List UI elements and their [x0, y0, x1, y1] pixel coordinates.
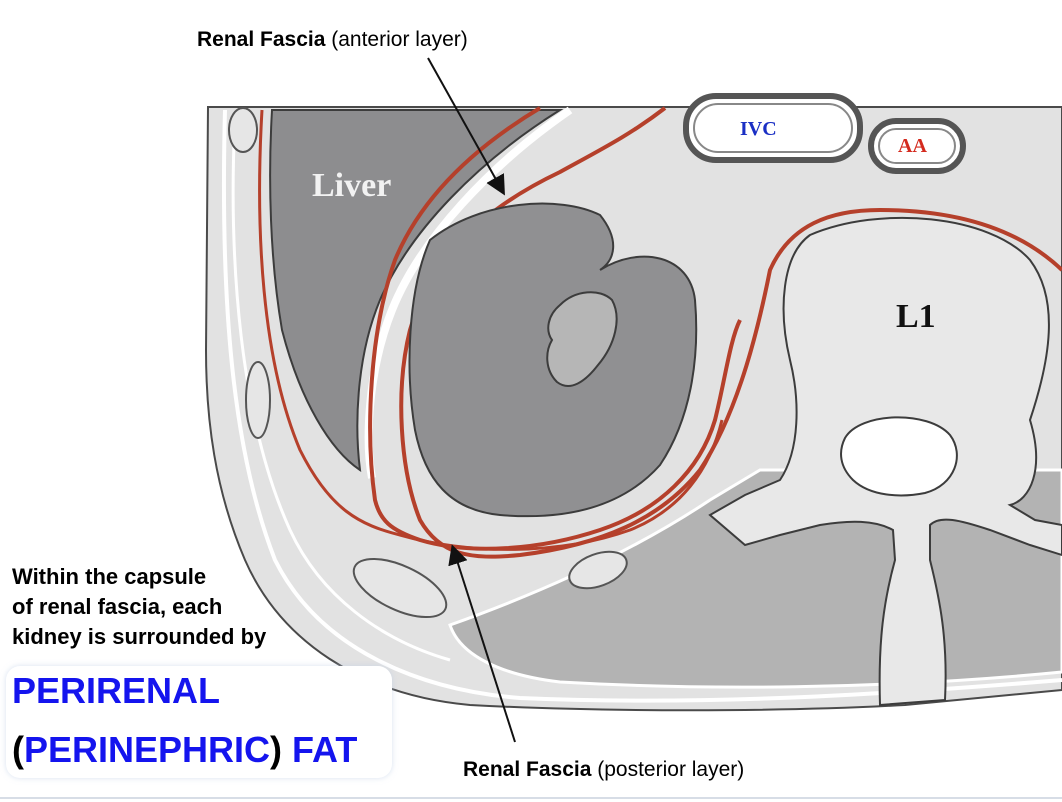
note-line-3: kidney is surrounded by [12, 624, 267, 649]
posterior-fascia-title: Renal Fascia [463, 758, 592, 781]
anterior-fascia-sub: (anterior layer) [325, 28, 468, 51]
posterior-fascia-sub: (posterior layer) [591, 758, 745, 781]
anterior-arrow [427, 57, 505, 196]
vertebra-label: L1 [896, 298, 936, 335]
rib-1 [228, 107, 258, 153]
rib-4 [568, 550, 628, 590]
outer-fascia-line [221, 109, 1062, 703]
posterior-fascia-label: Renal Fascia (posterior layer) [463, 758, 744, 782]
highlight-box [6, 666, 392, 778]
open-paren: ( [12, 729, 24, 770]
close-paren: ) [270, 729, 283, 770]
liver [269, 109, 564, 473]
renal-fascia-outer [258, 109, 724, 551]
liver-label: Liver [312, 167, 391, 204]
aa-label: AA [898, 135, 927, 157]
ivc-label: IVC [740, 118, 777, 140]
anterior-fascia-label: Renal Fascia (anterior layer) [197, 28, 468, 52]
rib-strip [231, 117, 451, 662]
vertebral-canal [840, 416, 958, 497]
fat-word: FAT [282, 729, 358, 770]
explanatory-note: Within the capsule of renal fascia, each… [12, 562, 266, 652]
highlight-perinephric-fat: (PERINEPHRIC) FAT [12, 731, 357, 769]
anterior-fascia-title: Renal Fascia [197, 28, 326, 51]
renal-pelvis [546, 291, 618, 387]
highlight-perirenal: PERIRENAL [12, 670, 221, 711]
rib-2 [245, 361, 271, 439]
bottom-divider [0, 797, 1062, 799]
note-line-1: Within the capsule [12, 564, 207, 589]
note-line-2: of renal fascia, each [12, 594, 223, 619]
perinephric-word: PERINEPHRIC [24, 729, 271, 770]
rib-3 [352, 557, 448, 619]
posterior-arrow [448, 544, 516, 743]
